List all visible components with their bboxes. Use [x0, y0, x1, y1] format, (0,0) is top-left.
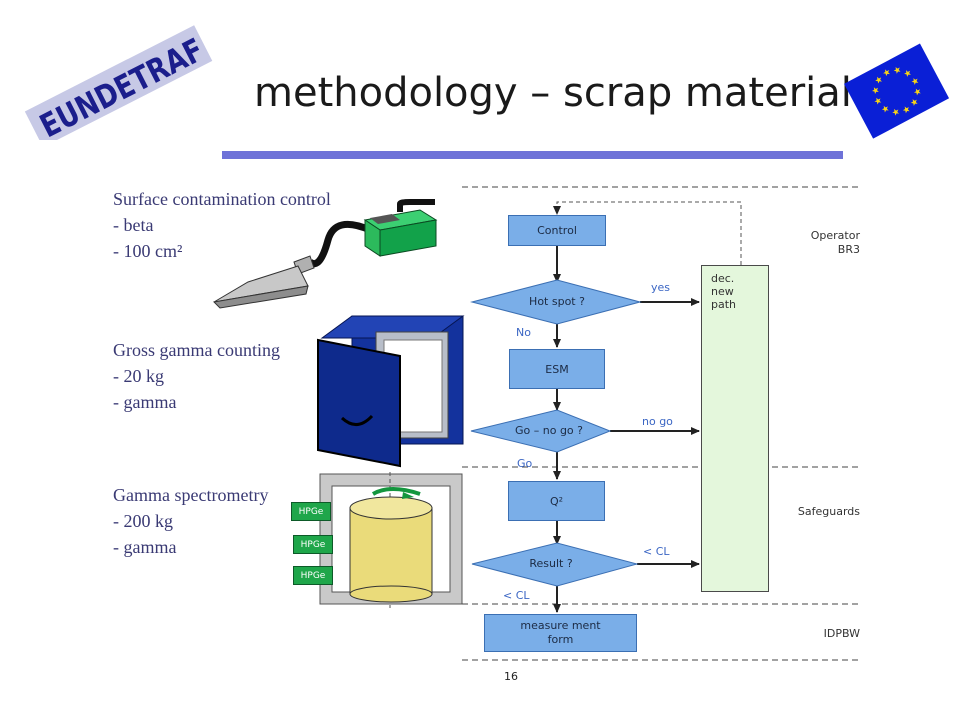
result-label: Result ?: [529, 557, 573, 570]
dec-line-1: dec.: [711, 272, 735, 285]
go-label: Go: [517, 457, 533, 470]
operator-line-1: Operator: [810, 229, 860, 242]
eu-star-icon: [875, 76, 882, 84]
surface-line-beta: - beta: [113, 215, 154, 235]
hpge-detector-3: HPGe: [293, 566, 333, 585]
esm-box: ESM: [509, 349, 605, 389]
lt-cl-right-label: < CL: [643, 545, 670, 558]
page-number: 16: [504, 670, 518, 683]
gross-line-gamma: - gamma: [113, 392, 177, 412]
gamma-spectrometry-text: Gamma spectrometry - 200 kg - gamma: [113, 482, 268, 560]
dec-line-3: path: [711, 298, 737, 311]
eu-star-icon: [910, 99, 918, 106]
eu-star-icon: [902, 106, 910, 114]
eu-star-icon: [881, 105, 889, 113]
gamma-counting-cabinet-icon: [317, 315, 465, 468]
eu-star-icon: [874, 97, 882, 105]
hpge-detector-1: HPGe: [291, 502, 331, 521]
spectro-line-mass: - 200 kg: [113, 511, 173, 531]
measurement-form-line-2: form: [547, 633, 574, 646]
eu-star-icon: [893, 66, 901, 74]
measurement-form-line-1: measure ment: [520, 619, 601, 632]
eu-star-icon: [892, 108, 900, 116]
spectro-title: Gamma spectrometry: [113, 485, 269, 505]
spectro-line-gamma: - gamma: [113, 537, 177, 557]
eu-star-icon: [871, 87, 879, 94]
page-title: methodology – scrap material: [254, 70, 852, 116]
surface-line-area: - 100 cm²: [113, 241, 183, 261]
go-no-go-diamond: [470, 409, 612, 453]
control-box: Control: [508, 215, 606, 246]
safeguards-zone-label: Safeguards: [797, 505, 860, 518]
eu-star-icon: [883, 69, 890, 77]
surface-contamination-text: Surface contamination control - beta - 1…: [113, 186, 331, 264]
hot-spot-diamond: [470, 279, 642, 325]
operator-line-2: BR3: [837, 243, 860, 256]
hpge-detector-2: HPGe: [293, 535, 333, 554]
surface-title: Surface contamination control: [113, 189, 331, 209]
title-underline: [222, 151, 843, 159]
gamma-spectrometry-icon: [319, 472, 463, 608]
eu-star-icon: [913, 88, 921, 96]
go-no-go-label: Go – no go ?: [515, 424, 583, 437]
measurement-form-box: measure ment form: [484, 614, 637, 652]
no-label: No: [516, 326, 531, 339]
gross-gamma-text: Gross gamma counting - 20 kg - gamma: [113, 337, 280, 415]
eu-star-icon: [904, 70, 911, 77]
yes-label: yes: [651, 281, 671, 294]
decision-new-path-box: dec. new path: [701, 265, 769, 592]
eu-flag-icon: [844, 43, 950, 139]
idpbw-zone-label: IDPBW: [823, 627, 860, 640]
contamination-probe-icon: [212, 199, 438, 309]
dec-line-2: new: [711, 285, 734, 298]
gross-title: Gross gamma counting: [113, 340, 280, 360]
q2-box: Q²: [508, 481, 605, 521]
eu-star-icon: [911, 78, 919, 85]
lt-cl-down-label: < CL: [503, 589, 530, 602]
operator-zone-label: Operator BR3: [760, 229, 860, 257]
hot-spot-label: Hot spot ?: [529, 295, 585, 308]
no-go-label: no go: [642, 415, 673, 428]
eundetraf-logo: EUNDETRAF: [24, 25, 213, 140]
result-diamond: [471, 542, 639, 587]
gross-line-mass: - 20 kg: [113, 366, 164, 386]
